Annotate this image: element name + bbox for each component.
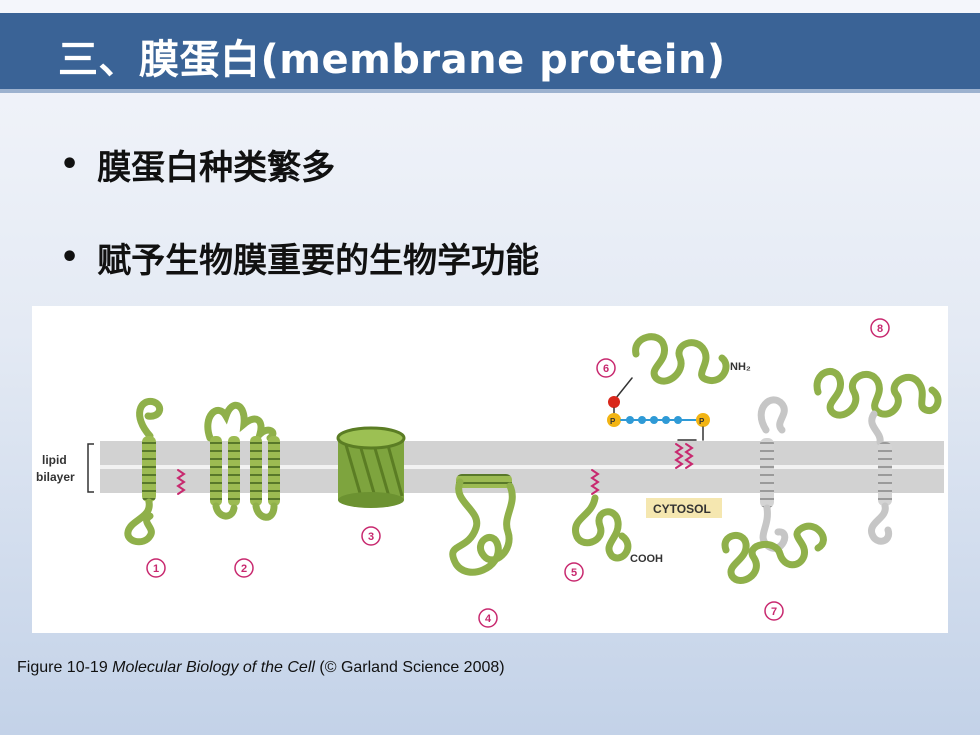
caption-prefix: Figure 10-19 — [17, 659, 113, 676]
label-bilayer: bilayer — [36, 470, 75, 484]
protein-number: 7 — [771, 606, 777, 618]
membrane-protein-figure: lipid bilayer — [32, 306, 948, 633]
lipid-bilayer — [100, 441, 944, 493]
slide-title: 三、膜蛋白(membrane protein) — [58, 37, 726, 83]
protein-number: 8 — [877, 323, 883, 335]
label-cooh: COOH — [630, 553, 663, 565]
protein-number: 3 — [368, 531, 374, 543]
protein-4-monolayer-helix — [449, 474, 516, 576]
protein-number: 1 — [153, 563, 159, 575]
bullet-item: • 膜蛋白种类繁多 — [60, 140, 539, 189]
caption-suffix: (© Garland Science 2008) — [314, 659, 505, 676]
phosphate-label: P — [699, 417, 705, 426]
phosphate-label: P — [610, 417, 616, 426]
bullet-item: • 赋予生物膜重要的生物学功能 — [60, 233, 539, 282]
protein-2-multipass — [204, 401, 280, 521]
protein-8-peripheral-outer — [813, 368, 942, 545]
caption-book-title: Molecular Biology of the Cell — [112, 659, 315, 676]
protein-number: 6 — [603, 363, 609, 375]
bullet-dot-icon: • — [60, 240, 80, 275]
protein-1-single-pass — [124, 398, 186, 546]
protein-number: 4 — [485, 613, 492, 625]
cytosol-box — [646, 498, 722, 518]
protein-5-lipid-anchored — [572, 469, 632, 562]
label-lipid: lipid — [42, 453, 67, 467]
label-cytosol: CYTOSOL — [653, 502, 711, 516]
title-bar: 三、膜蛋白(membrane protein) — [0, 13, 980, 93]
protein-number: 2 — [241, 563, 247, 575]
protein-number: 5 — [571, 567, 577, 579]
protein-7-peripheral — [721, 396, 827, 584]
bullet-dot-icon: • — [60, 147, 80, 182]
figure-caption: Figure 10-19 Molecular Biology of the Ce… — [17, 659, 505, 677]
protein-3-beta-barrel — [336, 426, 406, 508]
label-nh2: NH₂ — [730, 361, 751, 373]
bullet-text: 赋予生物膜重要的生物学功能 — [97, 241, 540, 281]
bullet-text: 膜蛋白种类繁多 — [97, 148, 336, 188]
bullet-list: • 膜蛋白种类繁多 • 赋予生物膜重要的生物学功能 — [60, 140, 539, 326]
protein-number-markers — [146, 318, 890, 628]
protein-6-gpi-anchored — [607, 333, 730, 469]
bilayer-bracket — [87, 443, 94, 493]
